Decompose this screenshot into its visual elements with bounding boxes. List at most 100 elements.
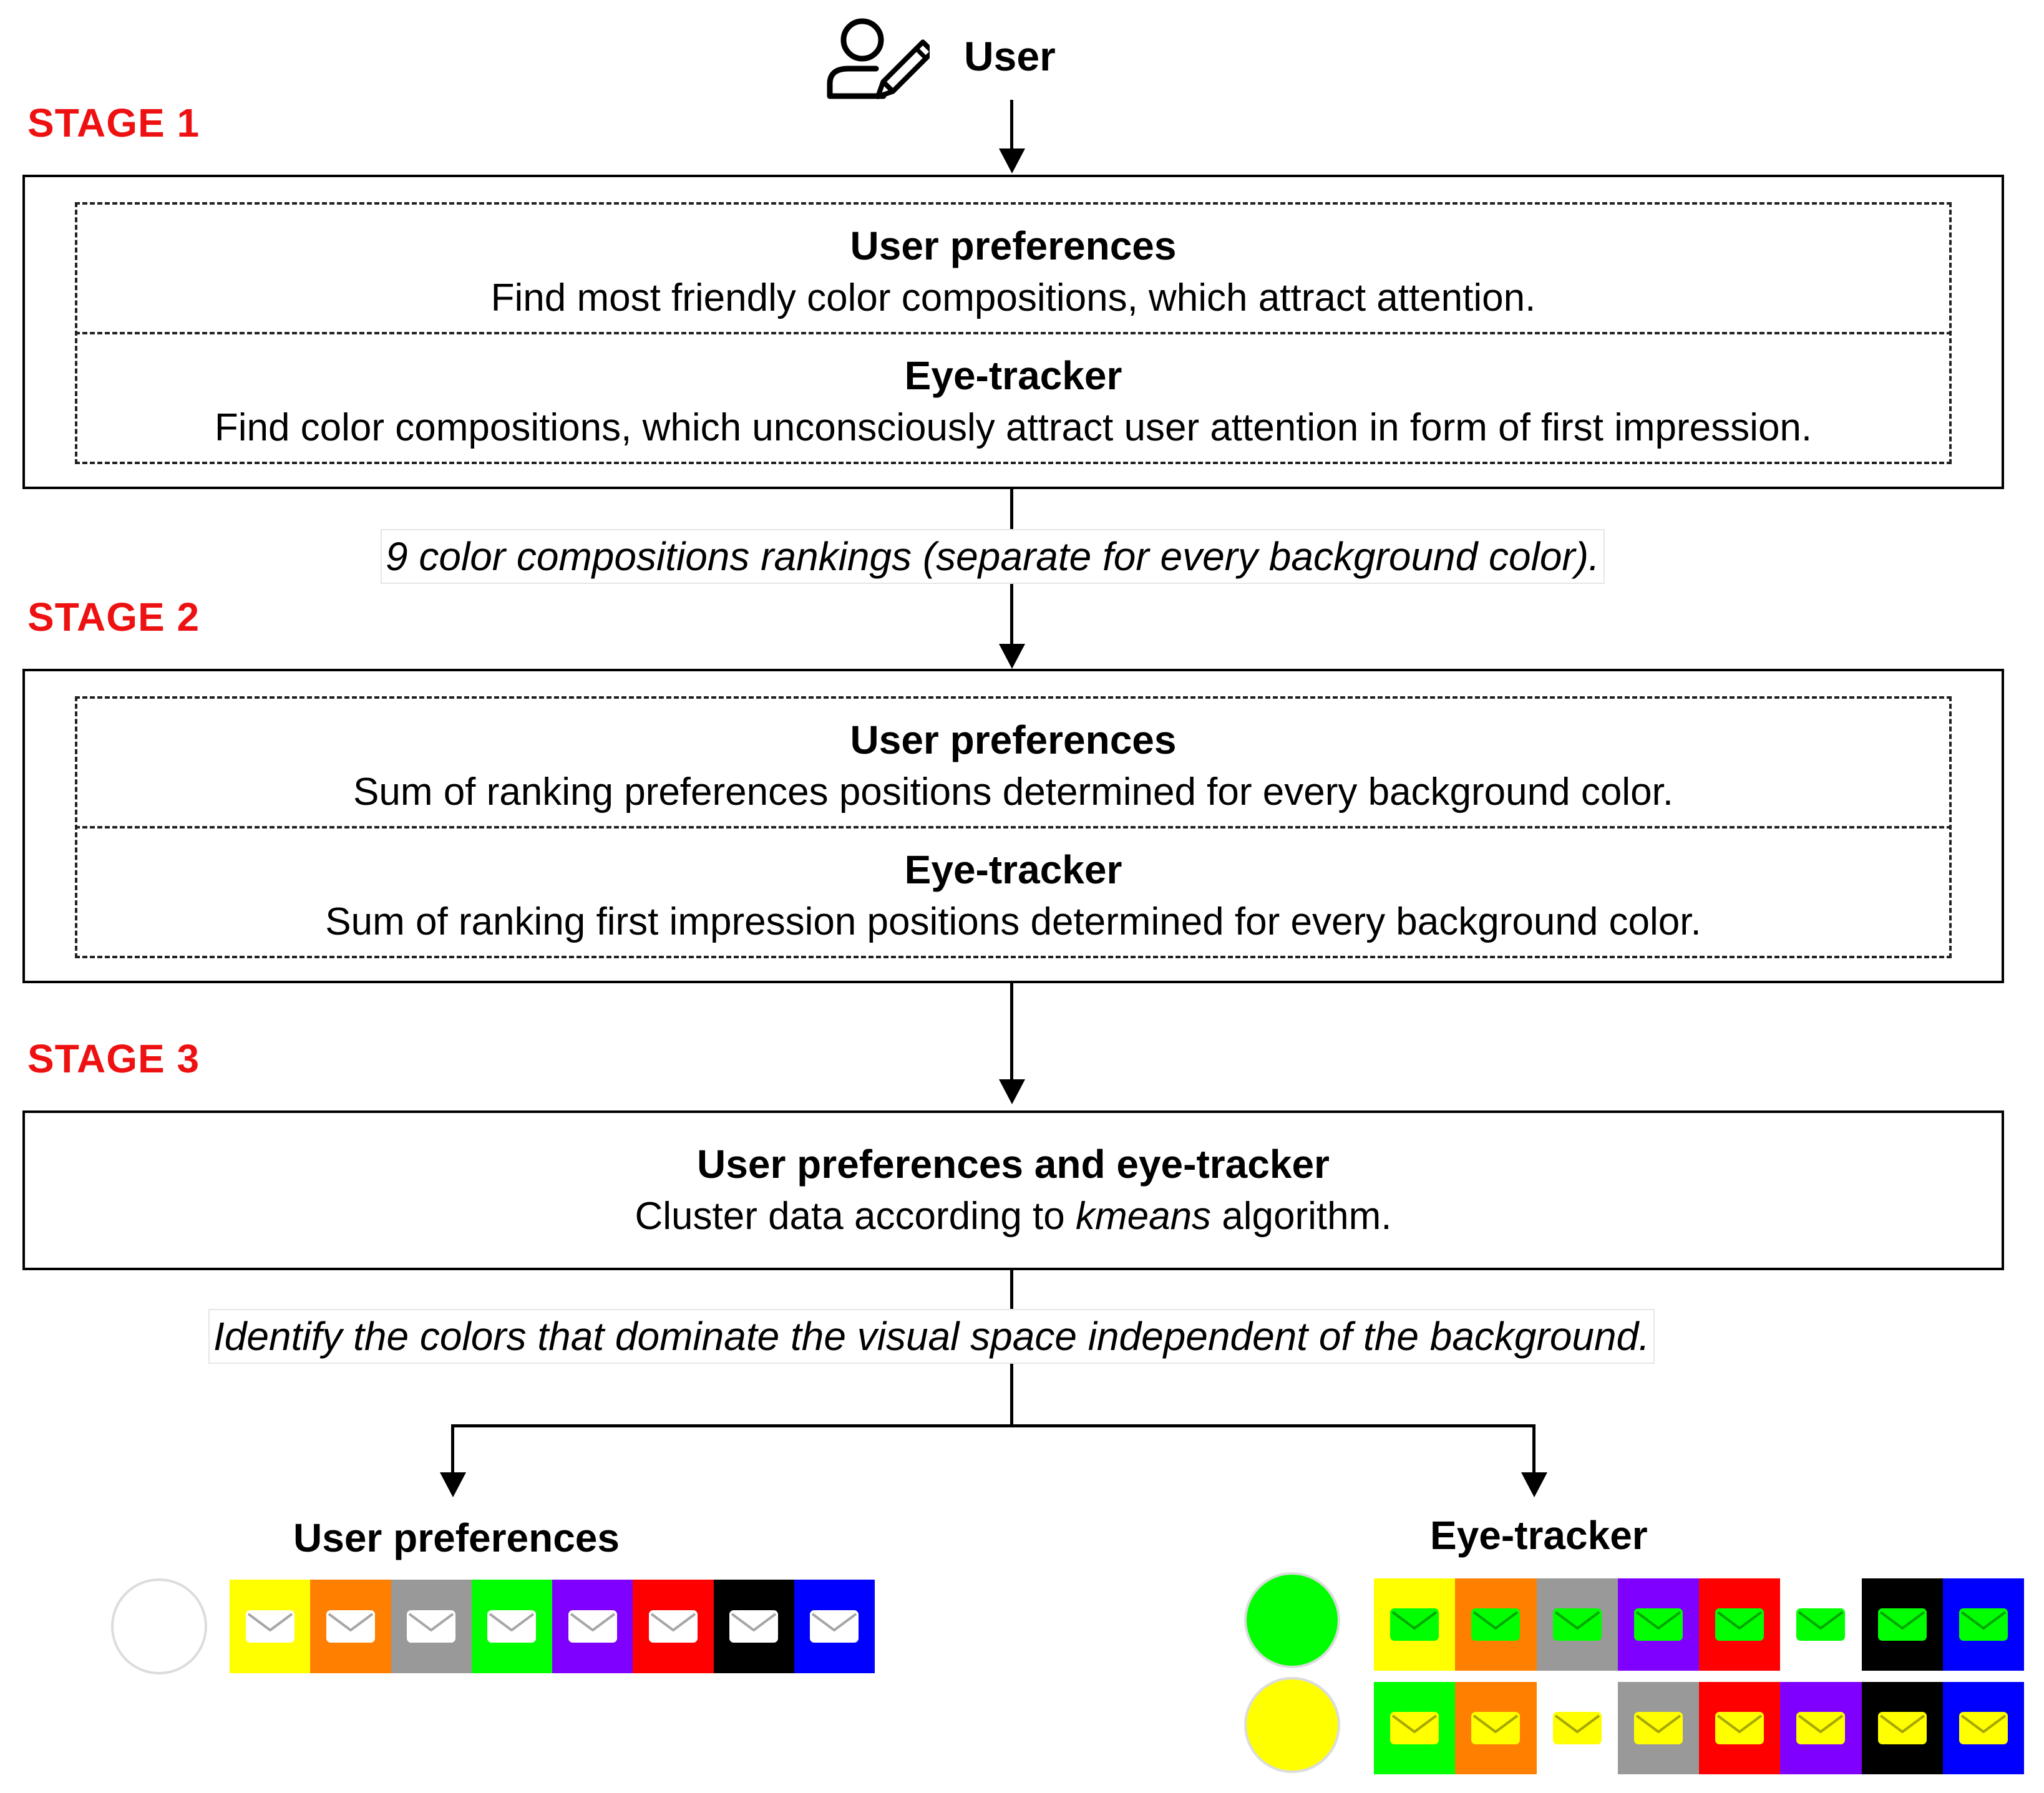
eye-tracker-row-0-cell-2	[1536, 1578, 1618, 1671]
eye-tracker-row-1	[1374, 1682, 2024, 1774]
stage-1-user-preferences: User preferences Find most friendly colo…	[25, 220, 2002, 324]
connector-note2-split	[1010, 1360, 1013, 1427]
connector-right-branch	[1532, 1424, 1535, 1474]
envelope-icon	[1876, 1709, 1929, 1747]
eye-tracker-row-0-cell-6	[1861, 1578, 1943, 1671]
results-eye-tracker-title: Eye-tracker	[1430, 1513, 1648, 1558]
connector-stage1-note1	[1010, 487, 1013, 530]
stage-3-title: User preferences and eye-tracker	[697, 1142, 1330, 1187]
eye-tracker-row-1-cell-3	[1617, 1682, 1699, 1774]
envelope-icon	[324, 1608, 377, 1645]
eye-tracker-row-1-cell-1	[1455, 1682, 1537, 1774]
stage-2-box: User preferences Sum of ranking preferen…	[22, 669, 2004, 983]
stage-2-label: STAGE 2	[27, 595, 200, 639]
eye-tracker-row-1-cell-7	[1942, 1682, 2024, 1774]
arrowhead-left-branch	[440, 1472, 466, 1497]
envelope-icon	[1713, 1709, 1766, 1747]
connector-left-branch	[451, 1424, 454, 1474]
envelope-icon	[1469, 1709, 1522, 1747]
connector-stage3-note2	[1010, 1268, 1013, 1311]
eye-tracker-row-1-cell-4	[1699, 1682, 1781, 1774]
envelope-icon	[243, 1608, 297, 1645]
stage-3-content: User preferences and eye-tracker Cluster…	[25, 1138, 2002, 1243]
stage-3-text-before: Cluster data according to	[635, 1195, 1076, 1238]
envelope-icon	[1713, 1606, 1766, 1643]
stage-2-divider	[75, 826, 1952, 828]
eye-tracker-row-1-cell-0	[1374, 1682, 1456, 1774]
user-preferences-row-0-cell-6	[713, 1580, 794, 1673]
eye-tracker-row-0	[1374, 1578, 2024, 1671]
connector-user-stage1	[1010, 100, 1013, 150]
eye-tracker-row-0-cell-0	[1374, 1578, 1456, 1671]
envelope-icon	[1794, 1709, 1847, 1747]
stage-2-eye-tracker: Eye-tracker Sum of ranking first impress…	[25, 843, 2002, 948]
envelope-icon	[566, 1608, 620, 1645]
eye-tracker-row-0-cell-3	[1617, 1578, 1699, 1671]
envelope-icon	[1550, 1606, 1604, 1643]
envelope-icon	[485, 1608, 538, 1645]
envelope-icon	[1794, 1606, 1847, 1643]
arrowhead-right-branch	[1521, 1472, 1547, 1497]
eye-tracker-row-0-cell-4	[1699, 1578, 1781, 1671]
stage-1-eye-tracker-text: Find color compositions, which unconscio…	[214, 406, 1813, 449]
stage-1-box: User preferences Find most friendly colo…	[22, 175, 2004, 489]
user-preferences-row-0-cell-4	[552, 1580, 633, 1673]
envelope-icon	[1957, 1709, 2010, 1747]
eye-tracker-circle-0	[1244, 1572, 1340, 1668]
stage-3-text: Cluster data according to kmeans algorit…	[25, 1190, 2002, 1243]
rankings-note: 9 color compositions rankings (separate …	[381, 529, 1605, 584]
eye-tracker-row-1-cell-6	[1861, 1682, 1943, 1774]
envelope-icon	[1632, 1606, 1685, 1643]
user-preferences-row-0-cell-1	[310, 1580, 391, 1673]
arrowhead-stage3	[999, 1079, 1025, 1104]
user-edit-icon	[824, 14, 935, 101]
stage-2-user-preferences-title: User preferences	[850, 717, 1177, 762]
envelope-icon	[1957, 1606, 2010, 1643]
user-preferences-row-0-cell-5	[633, 1580, 714, 1673]
arrowhead-stage2	[999, 644, 1025, 669]
envelope-icon	[1632, 1709, 1685, 1747]
stage-1-eye-tracker: Eye-tracker Find color compositions, whi…	[25, 349, 2002, 454]
connector-stage2-stage3	[1010, 981, 1013, 1081]
eye-tracker-row-0-cell-5	[1780, 1578, 1862, 1671]
envelope-icon	[404, 1608, 458, 1645]
split-connector	[451, 1424, 1535, 1427]
stage-2-eye-tracker-title: Eye-tracker	[904, 847, 1122, 892]
user-preferences-circle-0	[111, 1578, 207, 1674]
envelope-icon	[807, 1608, 861, 1645]
stage-3-text-after: algorithm.	[1211, 1195, 1392, 1238]
user-preferences-row-0-cell-7	[794, 1580, 875, 1673]
eye-tracker-circle-1	[1244, 1677, 1340, 1773]
connector-note1-stage2	[1010, 580, 1013, 645]
dominant-colors-note: Identify the colors that dominate the vi…	[208, 1309, 1655, 1364]
envelope-icon	[646, 1608, 700, 1645]
user-preferences-row-0-cell-0	[230, 1580, 311, 1673]
stage-2-user-preferences: User preferences Sum of ranking preferen…	[25, 714, 2002, 819]
user-label: User	[964, 33, 1056, 79]
envelope-icon	[727, 1608, 781, 1645]
stage-1-user-preferences-title: User preferences	[850, 223, 1177, 268]
envelope-icon	[1469, 1606, 1522, 1643]
envelope-icon	[1388, 1709, 1441, 1747]
stage-2-eye-tracker-text: Sum of ranking first impression position…	[325, 900, 1701, 943]
user-preferences-row-0-cell-3	[471, 1580, 552, 1673]
stage-3-label: STAGE 3	[27, 1036, 200, 1081]
arrowhead-stage1	[999, 148, 1025, 173]
envelope-icon	[1550, 1709, 1604, 1747]
eye-tracker-row-1-cell-5	[1780, 1682, 1862, 1774]
user-preferences-row-0-cell-2	[391, 1580, 472, 1673]
user-preferences-row-0	[230, 1580, 875, 1673]
envelope-icon	[1388, 1606, 1441, 1643]
stage-1-divider	[75, 332, 1952, 334]
stage-3-box: User preferences and eye-tracker Cluster…	[22, 1110, 2004, 1270]
stage-2-user-preferences-text: Sum of ranking preferences positions det…	[353, 770, 1674, 814]
stage-1-eye-tracker-title: Eye-tracker	[904, 353, 1122, 398]
stage-1-label: STAGE 1	[27, 100, 200, 145]
stage-3-text-italic: kmeans	[1075, 1195, 1212, 1238]
eye-tracker-row-0-cell-7	[1942, 1578, 2024, 1671]
stage-1-user-preferences-text: Find most friendly color compositions, w…	[490, 276, 1536, 319]
results-user-preferences-title: User preferences	[293, 1515, 620, 1560]
envelope-icon	[1876, 1606, 1929, 1643]
eye-tracker-row-1-cell-2	[1536, 1682, 1618, 1774]
eye-tracker-row-0-cell-1	[1455, 1578, 1537, 1671]
